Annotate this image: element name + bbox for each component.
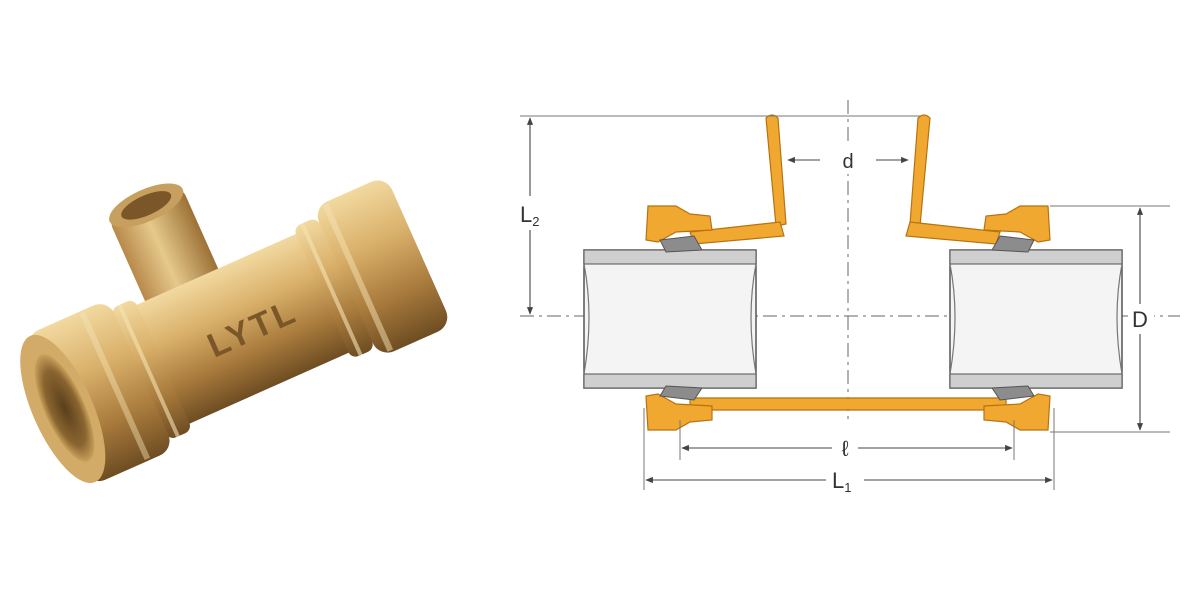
label-L2-sub: 2 bbox=[532, 214, 539, 229]
left-nut bbox=[29, 304, 170, 482]
right-nut bbox=[317, 180, 448, 353]
seal-rings bbox=[659, 235, 1035, 401]
label-L1-main: L bbox=[832, 468, 844, 493]
extension-lines bbox=[520, 115, 1170, 490]
left-pipe bbox=[583, 249, 757, 389]
fitting-photo: LYTL bbox=[20, 180, 448, 484]
right-pipe bbox=[949, 249, 1123, 389]
brass-tee: LYTL bbox=[20, 180, 448, 484]
label-d: d bbox=[842, 151, 853, 173]
label-L1: L1 bbox=[832, 468, 851, 495]
label-l: ℓ bbox=[841, 436, 849, 461]
label-L2-main: L bbox=[520, 202, 532, 227]
cross-section-diagram: d L2 D ℓ L1 bbox=[516, 100, 1180, 496]
label-L2: L2 bbox=[520, 202, 539, 229]
label-L1-sub: 1 bbox=[844, 480, 851, 495]
label-D: D bbox=[1132, 307, 1148, 332]
fitting-section bbox=[645, 114, 1051, 431]
